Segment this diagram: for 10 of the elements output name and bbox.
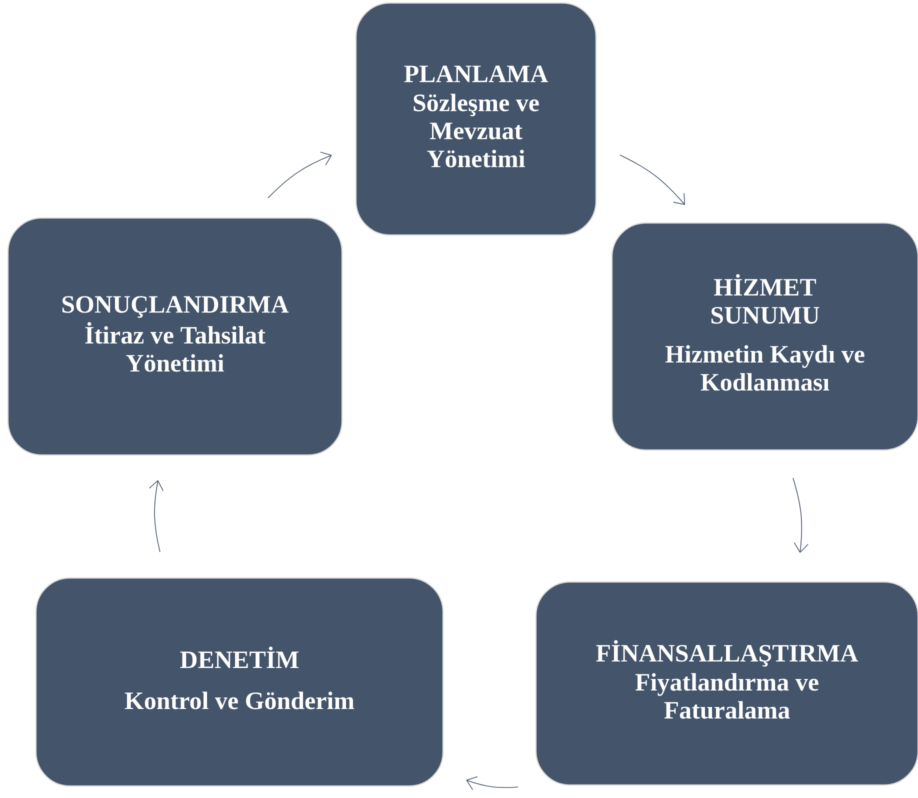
- process-box: HİZMET SUNUMU Hizmetin Kaydı ve Kodlanması: [611, 222, 918, 451]
- arrow: [792, 478, 808, 553]
- arrow: [148, 480, 164, 552]
- process-box: DENETİM Kontrol ve Gönderim: [35, 577, 444, 787]
- process-box: SONUÇLANDIRMA İtiraz ve Tahsilat Yönetimi: [7, 217, 343, 456]
- arrow: [268, 152, 332, 198]
- process-box: PLANLAMA Sözleşme ve Mevzuat Yönetimi: [355, 2, 597, 236]
- arrow: [620, 154, 685, 205]
- arrow: [466, 776, 518, 790]
- process-box: FİNANSALLAŞTIRMA Fiyatlandırma ve Faturalama: [535, 581, 918, 786]
